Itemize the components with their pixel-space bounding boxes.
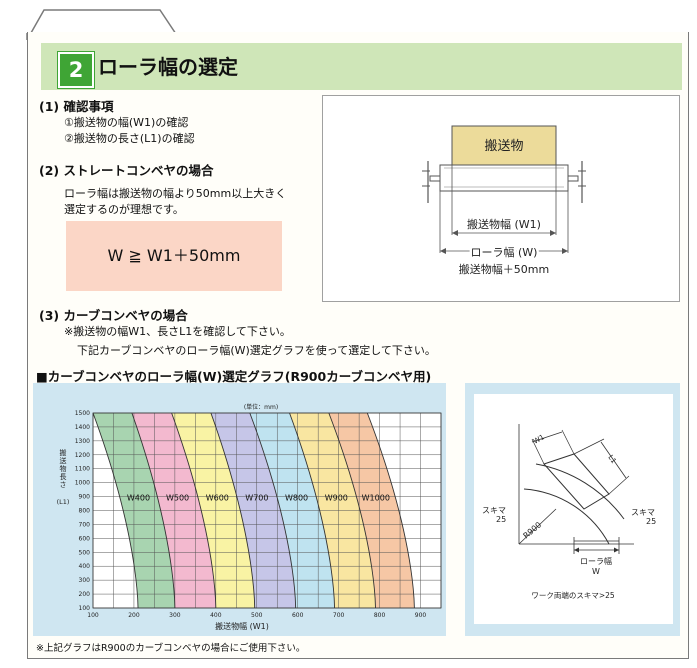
boundary-curve bbox=[328, 413, 376, 608]
radius-label: R900 bbox=[522, 520, 544, 540]
sum-dim-label: 搬送物幅＋50mm bbox=[459, 262, 549, 276]
boundary-curve bbox=[210, 413, 256, 608]
x-tick-label: 600 bbox=[292, 612, 304, 619]
boundary-curve bbox=[366, 413, 415, 608]
x-tick-label: 200 bbox=[128, 612, 140, 619]
y-tick-label: 700 bbox=[79, 521, 91, 528]
roller-width-chart: 100 200 300 400 500 600 700 800 900 100 200 300 400 5… bbox=[57, 403, 442, 631]
y-tick-label: 300 bbox=[79, 577, 91, 584]
straight-heading: (2) ストレートコンベヤの場合 bbox=[39, 163, 214, 178]
svg-text:搬: 搬 bbox=[60, 448, 67, 457]
w1-dim-label: 搬送物幅 (W1) bbox=[467, 217, 541, 231]
section-header bbox=[41, 43, 682, 90]
straight-conveyor-drawing: 搬送物 搬送物幅 (W1) ローラ幅 (W) 搬送物幅＋50mm bbox=[422, 125, 586, 276]
y-tick-label: 1000 bbox=[75, 480, 90, 487]
load-label: 搬送物 bbox=[484, 139, 523, 154]
clearance-right-value: 25 bbox=[646, 517, 656, 526]
boundary-curve bbox=[249, 413, 297, 608]
svg-text:(L1): (L1) bbox=[57, 498, 70, 506]
x-tick-label: 300 bbox=[169, 612, 181, 619]
curve-diagram-area bbox=[474, 394, 673, 624]
chart-grid bbox=[92, 412, 442, 609]
confirm-item-length: ②搬送物の長さ(L1)の確認 bbox=[64, 132, 195, 145]
chart-labels: 100 200 300 400 500 600 700 800 900 100 200 300 400 5… bbox=[57, 410, 427, 619]
x-tick-label: 700 bbox=[333, 612, 345, 619]
x-tick-label: 400 bbox=[210, 612, 222, 619]
series-label-w700: W700 bbox=[245, 494, 268, 503]
svg-text:物: 物 bbox=[60, 464, 67, 473]
series-label-w500: W500 bbox=[166, 494, 189, 503]
formula-box bbox=[66, 221, 282, 291]
curve-text-line1: ※搬送物の幅W1、長さL1を確認して下さい。 bbox=[64, 325, 291, 338]
series-label-w800: W800 bbox=[285, 494, 308, 503]
y-tick-label: 1200 bbox=[75, 452, 90, 459]
boundary-curve bbox=[171, 413, 217, 608]
x-tick-label: 500 bbox=[251, 612, 263, 619]
y-tick-label: 200 bbox=[79, 591, 91, 598]
chart-xlabel: 搬送物幅 (W1) bbox=[215, 621, 269, 631]
series-label-w1000: W1000 bbox=[362, 494, 390, 503]
curve-caption: ワーク両端のスキマ>25 bbox=[531, 590, 615, 600]
straight-text-line1: ローラ幅は搬送物の幅より50mm以上大きく bbox=[64, 187, 287, 200]
roller-width-label: ローラ幅 bbox=[580, 556, 612, 566]
chart-unit-note: (単位：mm) bbox=[244, 403, 278, 411]
load-box bbox=[451, 125, 557, 166]
curve-l1-label: L1 bbox=[606, 454, 617, 465]
y-tick-label: 900 bbox=[79, 494, 91, 501]
confirm-heading: (1) 確認事項 bbox=[39, 99, 114, 114]
y-tick-label: 400 bbox=[79, 563, 91, 570]
clearance-right-label: スキマ bbox=[631, 508, 655, 517]
boundary-curve bbox=[93, 413, 139, 608]
series-label-w900: W900 bbox=[325, 494, 348, 503]
clearance-left-value: 25 bbox=[496, 515, 506, 524]
w-dim-label: ローラ幅 (W) bbox=[471, 246, 538, 259]
roller-w-label: W bbox=[592, 567, 600, 576]
y-tick-label: 500 bbox=[79, 549, 91, 556]
boundary-curve bbox=[131, 413, 176, 608]
y-tick-label: 1300 bbox=[75, 438, 90, 445]
curve-conveyor-drawing: W1 L1 スキマ 25 スキマ 25 R900 ローラ幅 W ワーク両端のスキ… bbox=[482, 424, 656, 600]
y-tick-label: 1100 bbox=[75, 466, 90, 473]
curve-text-line2: 下記カーブコンベヤのローラ幅(W)選定グラフを使って選定して下さい。 bbox=[77, 344, 436, 357]
y-tick-label: 600 bbox=[79, 535, 91, 542]
svg-text:長: 長 bbox=[60, 473, 67, 481]
formula-text: W ≧ W1＋50mm bbox=[107, 246, 241, 265]
y-tick-label: 800 bbox=[79, 508, 91, 515]
x-tick-label: 900 bbox=[415, 612, 427, 619]
confirm-item-width: ①搬送物の幅(W1)の確認 bbox=[64, 116, 189, 129]
curve-heading: (3) カーブコンベヤの場合 bbox=[39, 308, 188, 323]
curve-w1-label: W1 bbox=[532, 433, 546, 446]
svg-text:送: 送 bbox=[60, 456, 67, 465]
section-title: ローラ幅の選定 bbox=[98, 55, 238, 79]
graph-title: ■カーブコンベヤのローラ幅(W)選定グラフ(R900カーブコンベヤ用) bbox=[36, 369, 432, 384]
boundary-curve bbox=[289, 413, 336, 608]
y-tick-label: 1400 bbox=[75, 424, 90, 431]
section-number-badge: 2 bbox=[58, 52, 94, 88]
svg-text:さ: さ bbox=[60, 481, 67, 489]
clearance-left-label: スキマ bbox=[482, 506, 506, 515]
series-label-w400: W400 bbox=[127, 494, 150, 503]
y-tick-label: 1500 bbox=[75, 410, 90, 417]
x-tick-label: 100 bbox=[87, 612, 99, 619]
series-label-w600: W600 bbox=[206, 494, 229, 503]
x-tick-label: 800 bbox=[374, 612, 386, 619]
footnote: ※上記グラフはR900のカーブコンベヤの場合にご使用下さい。 bbox=[36, 643, 306, 654]
y-tick-label: 100 bbox=[79, 605, 91, 612]
straight-text-line2: 選定するのが理想です。 bbox=[64, 203, 184, 216]
